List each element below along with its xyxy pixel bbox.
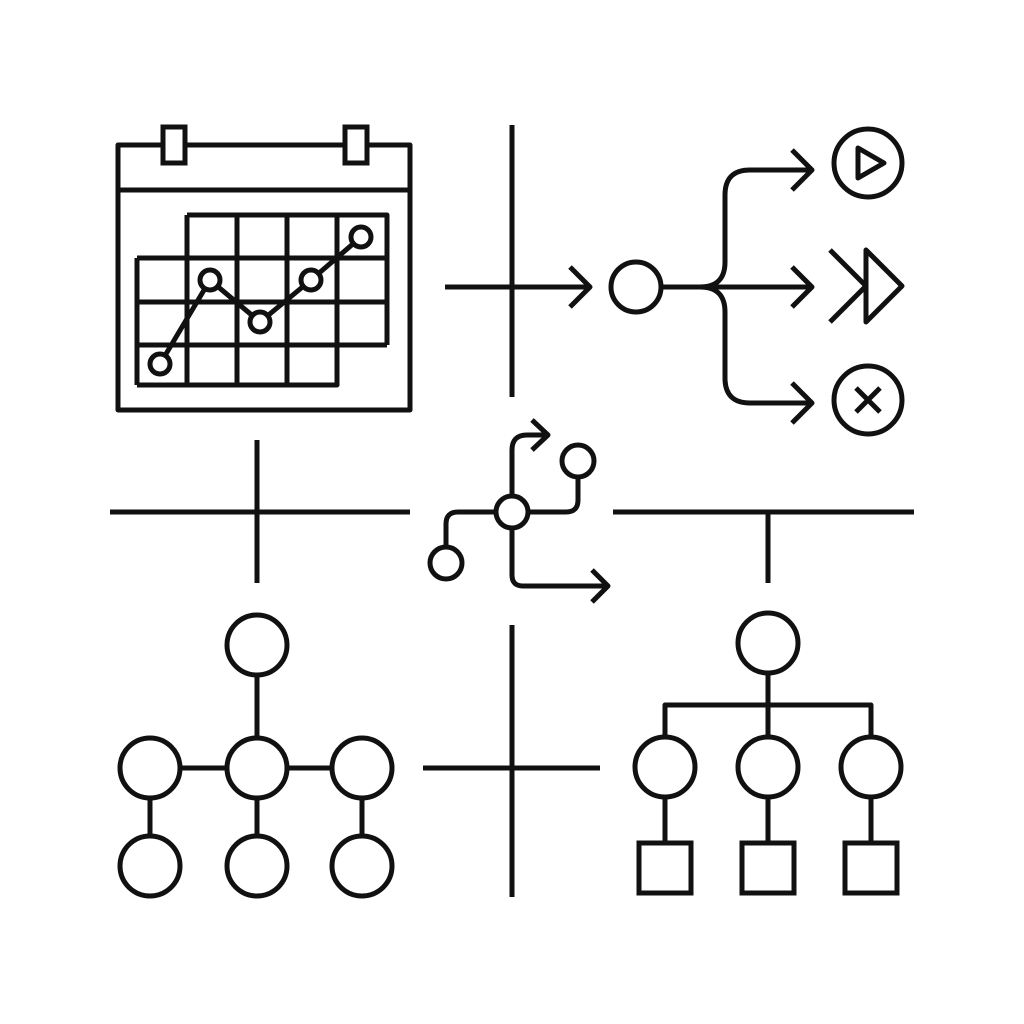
divider-cross-left bbox=[110, 440, 410, 583]
divider-cross-top bbox=[445, 125, 593, 397]
divider-cross-bottom bbox=[423, 625, 600, 897]
network-graph-icon bbox=[117, 612, 395, 899]
fast-forward-icon bbox=[828, 247, 905, 325]
divider-tee-right bbox=[613, 509, 914, 583]
play-icon bbox=[831, 126, 905, 200]
calendar-chart-icon bbox=[115, 124, 413, 413]
cancel-icon bbox=[831, 363, 905, 437]
branching-flow-icon bbox=[608, 126, 905, 437]
org-hierarchy-icon bbox=[632, 610, 904, 896]
line-chart bbox=[147, 224, 374, 377]
git-branch-icon bbox=[427, 418, 611, 604]
